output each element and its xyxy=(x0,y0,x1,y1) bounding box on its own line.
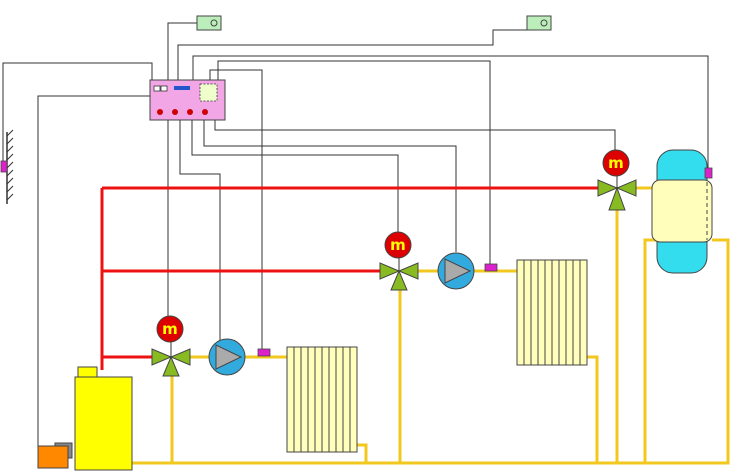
room-sensor-2 xyxy=(526,15,552,31)
valve-motor-2: m xyxy=(384,231,412,259)
tank-temperature-sensor xyxy=(704,167,713,179)
return-main xyxy=(130,238,730,465)
circuit-2-radiator-return xyxy=(587,355,599,463)
wire-valve-2 xyxy=(191,120,399,233)
wire-tank-sensor xyxy=(192,55,709,168)
valve-motor-3: m xyxy=(602,149,630,177)
outdoor-sensor xyxy=(0,129,14,204)
pump-1 xyxy=(208,338,246,376)
circuit-1-radiator-return xyxy=(357,443,368,463)
wire-room-sensor-1 xyxy=(167,22,197,84)
controller-indicators xyxy=(174,86,190,90)
pump-2 xyxy=(437,252,475,290)
flow-sensor-1 xyxy=(257,348,271,357)
controller-display xyxy=(199,83,218,102)
wire-pump-1 xyxy=(179,120,221,340)
controller-knob xyxy=(157,109,163,115)
wire-pump-2 xyxy=(209,69,263,349)
wire-pump-3 xyxy=(203,120,457,252)
wire-valve-3 xyxy=(214,120,616,152)
wire-burner xyxy=(37,95,150,448)
controller-unit xyxy=(149,79,226,121)
wire-room-sensor-2 xyxy=(177,29,527,84)
controller-switches xyxy=(153,85,161,92)
radiator-1 xyxy=(286,346,358,453)
control-wires xyxy=(2,22,709,448)
mixing-valve-1 xyxy=(151,340,191,377)
circuit-3-tank-return xyxy=(643,238,657,463)
wire-outdoor-sensor xyxy=(2,62,153,166)
valve-motor-1: m xyxy=(156,315,184,343)
outdoor-temperature-sensor xyxy=(0,160,8,173)
mixing-valve-2 xyxy=(379,256,419,291)
motor-label: m xyxy=(608,154,624,172)
radiator-2 xyxy=(516,259,588,366)
tank-heat-exchanger xyxy=(651,179,713,243)
motor-label: m xyxy=(162,320,178,338)
motor-label: m xyxy=(390,236,406,254)
boiler xyxy=(74,366,133,471)
mixing-valve-3 xyxy=(597,175,637,211)
wire-sensor-2 xyxy=(217,60,491,265)
flow-sensor-2 xyxy=(484,263,498,272)
burner xyxy=(37,442,73,469)
supply-pipes xyxy=(100,186,602,370)
room-sensor-1 xyxy=(196,15,222,31)
hot-water-tank xyxy=(651,149,713,274)
